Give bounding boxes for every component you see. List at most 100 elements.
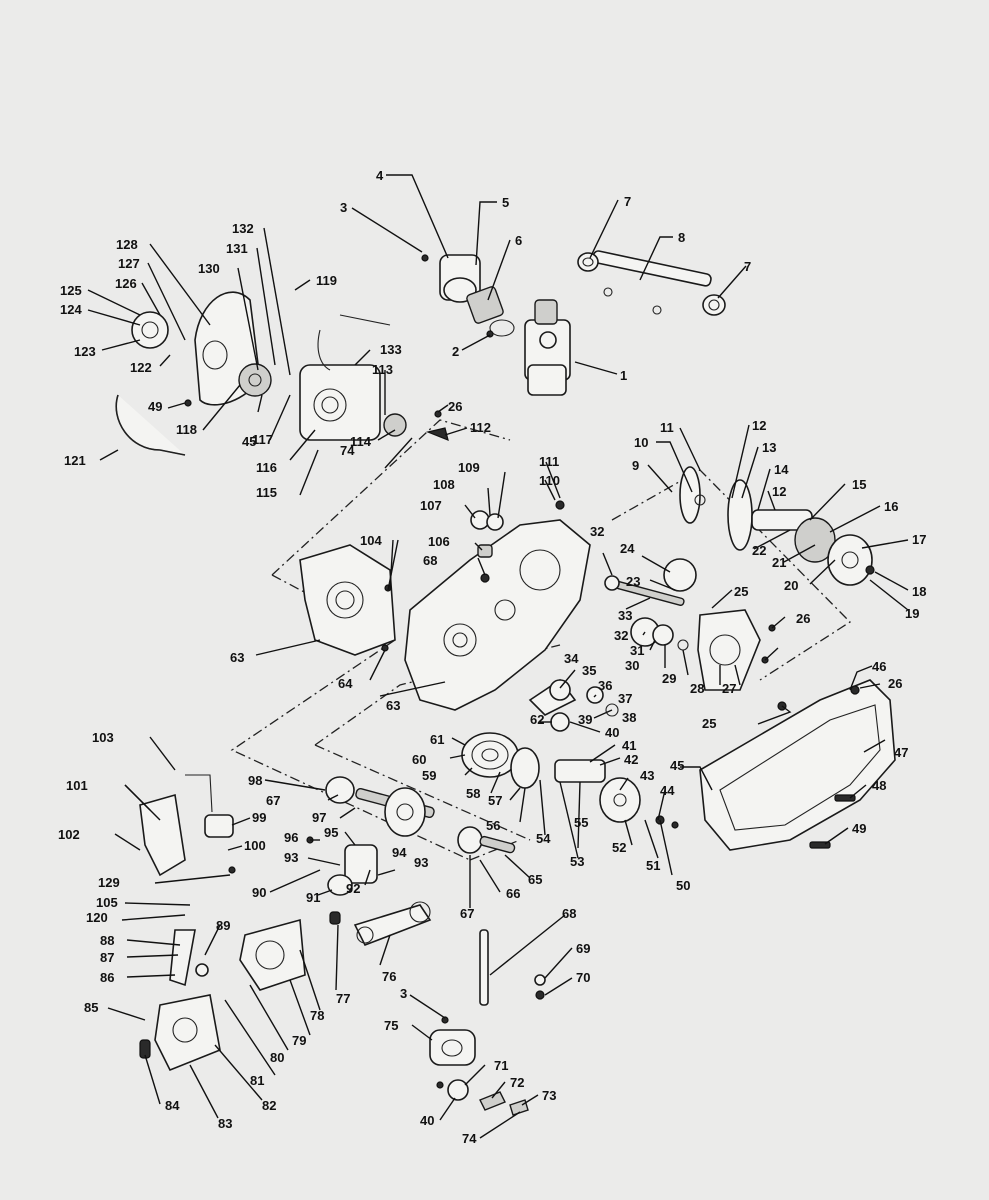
callout-label: 89	[216, 918, 230, 933]
callout-label: 8	[678, 230, 685, 245]
callout-label: 51	[646, 858, 660, 873]
callout-label: 93	[414, 855, 428, 870]
callout-label: 74	[462, 1131, 477, 1146]
callout-label: 76	[382, 969, 396, 984]
callout-label: 6	[515, 233, 522, 248]
callout-label: 60	[412, 752, 426, 767]
callout-label: 33	[618, 608, 632, 623]
callout-label: 130	[198, 261, 220, 276]
callout-label: 122	[130, 360, 152, 375]
callout-label: 75	[384, 1018, 398, 1033]
callout-label: 128	[116, 237, 138, 252]
callout-label: 36	[598, 678, 612, 693]
callout-label: 115	[256, 485, 277, 500]
callout-label: 18	[912, 584, 926, 599]
callout-label: 84	[165, 1098, 180, 1113]
callout-label: 48	[872, 778, 886, 793]
callout-label: 22	[752, 543, 766, 558]
callout-label: 90	[252, 885, 266, 900]
callout-label: 56	[486, 818, 500, 833]
callout-label: 59	[422, 768, 436, 783]
gear-train	[604, 558, 776, 691]
callout-label: 3	[340, 200, 347, 215]
callout-label: 107	[420, 498, 442, 513]
callout-label: 113	[372, 362, 393, 377]
callout-label: 32	[590, 524, 604, 539]
callout-label: 114	[350, 434, 372, 449]
callout-label: 50	[676, 878, 690, 893]
starter-motor-assembly	[429, 929, 546, 1116]
callout-label: 41	[622, 738, 636, 753]
callout-label: 93	[284, 850, 298, 865]
callout-label: 64	[338, 676, 353, 691]
callout-label: 32	[614, 628, 628, 643]
callout-label: 83	[218, 1116, 232, 1131]
callout-label: 19	[905, 606, 919, 621]
callout-label: 30	[625, 658, 639, 673]
callout-label: 116	[256, 460, 277, 475]
callout-label: 53	[570, 854, 584, 869]
callout-label: 40	[605, 725, 619, 740]
callout-label: 2	[452, 344, 459, 359]
callout-label: 47	[894, 745, 908, 760]
callout-label: 54	[536, 831, 551, 846]
callout-label: 77	[336, 991, 350, 1006]
callout-label: 55	[574, 815, 588, 830]
crankcase-left	[299, 544, 396, 656]
callout-label: 108	[433, 477, 455, 492]
callout-label: 58	[466, 786, 480, 801]
callout-label: 67	[266, 793, 280, 808]
callout-label: 3	[400, 986, 407, 1001]
callout-label: 126	[115, 276, 137, 291]
callout-label: 13	[762, 440, 776, 455]
callout-label: 17	[912, 532, 926, 547]
callout-label: 94	[392, 845, 407, 860]
callout-label: 9	[632, 458, 639, 473]
callout-label: 28	[690, 681, 704, 696]
callout-label: 102	[58, 827, 80, 842]
callout-label: 61	[430, 732, 444, 747]
callout-label: 4	[376, 168, 384, 183]
callout-label: 7	[744, 259, 751, 274]
callout-label: 16	[884, 499, 898, 514]
callout-label: 15	[852, 477, 866, 492]
callout-label: 104	[360, 533, 382, 548]
callout-label: 69	[576, 941, 590, 956]
callout-label: 67	[460, 906, 474, 921]
callout-label: 43	[640, 768, 654, 783]
callout-label: 70	[576, 970, 590, 985]
callout-label: 52	[612, 840, 626, 855]
callout-label: 125	[60, 283, 82, 298]
callout-label: 72	[510, 1075, 524, 1090]
callout-label: 127	[118, 256, 140, 271]
callout-label: 97	[312, 810, 326, 825]
callout-label: 23	[626, 574, 640, 589]
callout-label: 86	[100, 970, 114, 985]
callout-label: 25	[734, 584, 748, 599]
callout-label: 87	[100, 950, 114, 965]
callout-label: 101	[66, 778, 88, 793]
callout-label: 123	[74, 344, 96, 359]
callout-label: 12	[752, 418, 766, 433]
fuel-pump-assembly	[139, 774, 236, 877]
callout-label: 11	[660, 420, 674, 435]
callout-label: 45	[670, 758, 684, 773]
callout-label: 98	[248, 773, 262, 788]
crankcase-main	[404, 500, 591, 711]
callout-label: 12	[772, 484, 786, 499]
callout-labels: 1 2 3 4 5 6 7 8 7 9 10 11 12 13 14 12 15…	[58, 168, 926, 1146]
callout-label: 68	[562, 906, 576, 921]
callout-label: 110	[539, 473, 560, 488]
callout-label: 26	[888, 676, 902, 691]
cylinder-head-assembly	[139, 918, 306, 1072]
callout-label: 85	[84, 1000, 98, 1015]
callout-label: 88	[100, 933, 114, 948]
callout-label: 10	[634, 435, 648, 450]
callout-label: 91	[306, 890, 320, 905]
callout-label: 73	[542, 1088, 556, 1103]
clutch-parts	[461, 678, 679, 829]
leader-lines	[87, 174, 909, 1139]
callout-label: 68	[423, 553, 437, 568]
